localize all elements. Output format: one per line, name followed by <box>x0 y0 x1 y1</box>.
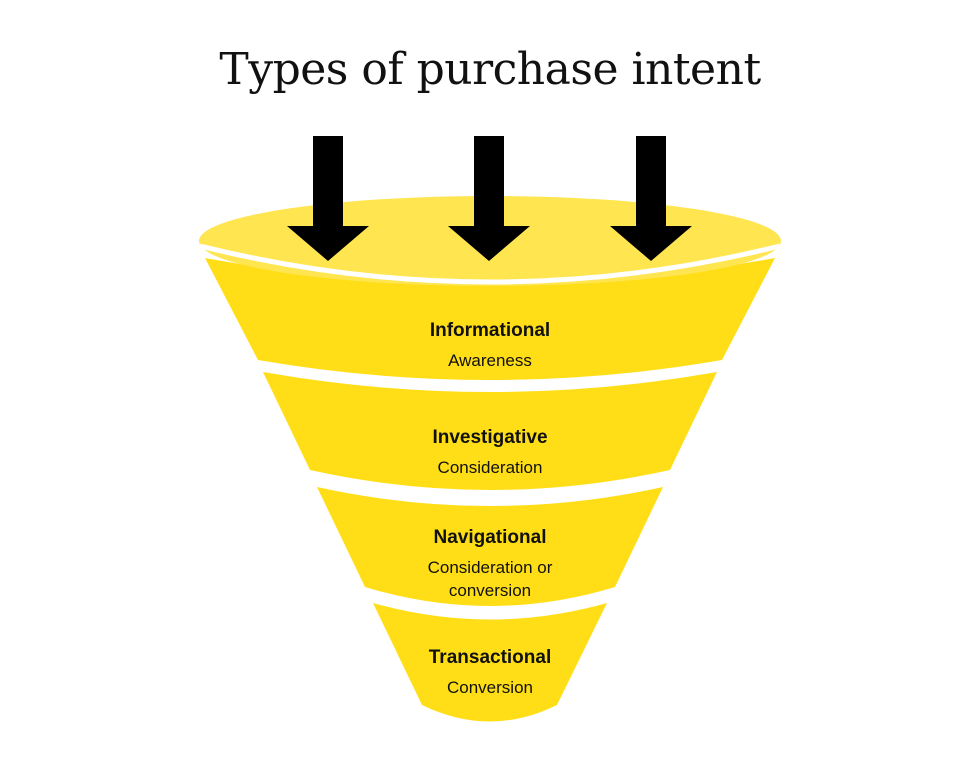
intent-label: Transactional <box>428 647 552 668</box>
stage-informational: Informational Awareness <box>290 319 690 372</box>
intent-label: Navigational <box>433 527 547 548</box>
stage-label: Conversion <box>447 678 533 697</box>
funnel-rim-separator <box>199 243 781 285</box>
stage-label: Awareness <box>448 351 532 370</box>
funnel-band-informational <box>205 258 775 380</box>
funnel-band-transactional <box>373 603 607 722</box>
stage-investigative: Investigative Consideration <box>290 426 690 479</box>
down-arrow-icon <box>287 136 369 261</box>
intent-label: Investigative <box>432 427 548 448</box>
stage-label-line-2: conversion <box>448 581 532 600</box>
stage-transactional: Transactional Conversion <box>290 646 690 699</box>
stage-label-line-1: Consideration or <box>427 558 553 577</box>
stage-label: Consideration <box>437 458 543 477</box>
funnel-band-investigative <box>263 372 717 490</box>
down-arrow-icon <box>448 136 530 261</box>
funnel-band-navigational <box>317 487 663 606</box>
down-arrow-icon <box>610 136 692 261</box>
intent-label: Informational <box>429 320 551 341</box>
diagram-title: Types of purchase intent <box>219 44 761 95</box>
stage-navigational: Navigational Consideration or conversion <box>290 526 690 602</box>
